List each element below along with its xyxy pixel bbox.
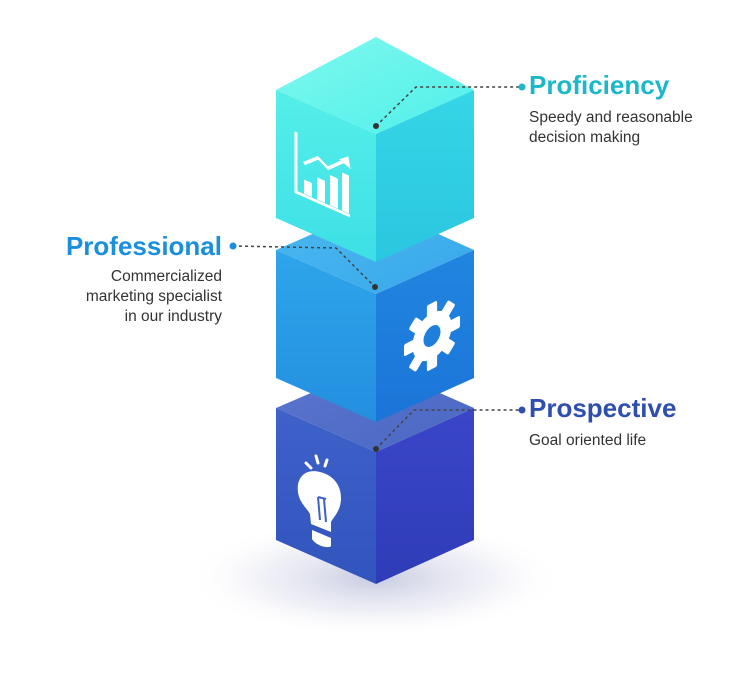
cube-proficiency [276, 37, 474, 262]
label-prospective: Prospective Goal oriented life [529, 393, 676, 451]
prospective-title: Prospective [529, 393, 677, 423]
lightbulb-icon [297, 454, 341, 548]
proficiency-title: Proficiency [529, 70, 670, 100]
proficiency-desc-line-2: decision making [529, 129, 641, 146]
professional-desc-line-2: marketing specialist [85, 288, 222, 305]
proficiency-desc-line-1: Speedy and reasonable [529, 109, 693, 126]
label-proficiency: Proficiency Speedy and reasonable decisi… [529, 70, 693, 148]
cube-top-face [276, 37, 474, 134]
chart-growth-icon [294, 131, 351, 218]
professional-desc-line-3: in our industry [124, 308, 222, 325]
cube-right-face [376, 90, 474, 262]
label-professional: Professional Commercialized marketing sp… [66, 231, 222, 327]
connector-proficiency [373, 83, 526, 129]
professional-title: Professional [65, 231, 222, 261]
professional-desc-line-1: Commercialized [110, 268, 222, 285]
connector-prospective [373, 406, 526, 452]
cube-right-face [376, 408, 474, 584]
connector-professional [229, 242, 378, 290]
cube-left-face [276, 90, 376, 262]
prospective-desc-line-1: Goal oriented life [529, 432, 647, 449]
gear-tooth [409, 317, 424, 335]
cube-left-face [276, 250, 376, 422]
gear-tooth [440, 337, 455, 355]
gear-icon [403, 300, 461, 372]
